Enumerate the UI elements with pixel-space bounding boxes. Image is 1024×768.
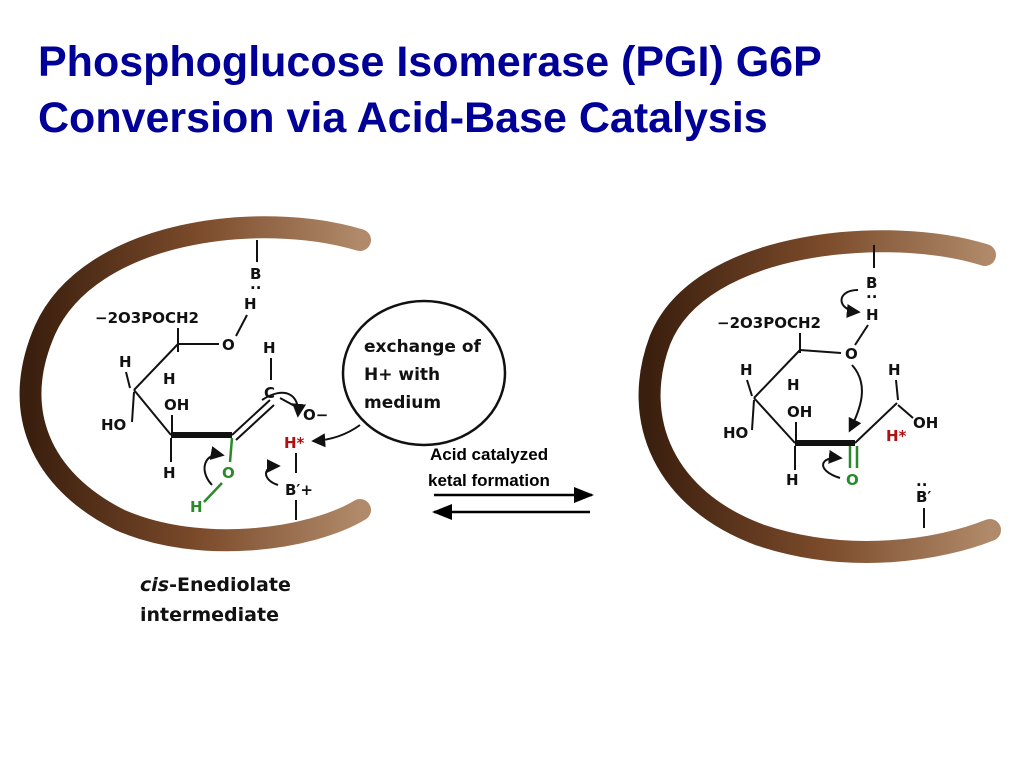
equilibrium-arrows: Acid catalyzed ketal formation <box>428 445 594 520</box>
caption-cis: cis <box>140 574 169 596</box>
left-enzyme-pocket <box>19 216 371 552</box>
left-h-star: H* <box>284 434 305 452</box>
caption-line-2: intermediate <box>140 604 279 626</box>
left-h-c3: H <box>163 464 176 482</box>
right-base-bottom-lonepair: .. <box>916 472 927 490</box>
left-oxyanion: O− <box>303 406 328 424</box>
left-oh-c3: OH <box>164 396 189 414</box>
equilibrium-label-1: Acid catalyzed <box>430 445 548 464</box>
right-base-bottom: B′ <box>916 488 931 506</box>
title-line-2: Conversion via Acid-Base Catalysis <box>38 94 768 142</box>
right-base-top: B <box>866 274 877 292</box>
right-oh-c1: OH <box>913 414 938 432</box>
right-phosphate-group: −2O3POCH2 <box>717 314 821 332</box>
right-carbonyl-oxygen: O <box>846 471 859 489</box>
left-structure: B .. H −2O3POCH2 O H H OH HO H H C O− H* <box>95 240 361 520</box>
right-ring-oxygen: O <box>845 345 858 363</box>
equilibrium-label-2: ketal formation <box>428 471 550 490</box>
right-h-c3: H <box>786 471 799 489</box>
left-c1: C <box>264 384 275 402</box>
left-base-bottom: B′+ <box>285 481 313 499</box>
right-h-star: H* <box>886 427 907 445</box>
caption-line-1: cis-Enediolate <box>140 574 291 596</box>
right-enzyme-pocket <box>638 230 1001 563</box>
intermediate-caption: cis-Enediolate intermediate <box>140 574 291 626</box>
right-h-c4: H <box>787 376 800 394</box>
title-line-1: Phosphoglucose Isomerase (PGI) G6P <box>38 38 822 86</box>
exchange-line-1: exchange of <box>364 337 482 357</box>
right-structure: B .. H −2O3POCH2 O H H OH HO H OH H* H O <box>717 245 938 528</box>
left-h-c4: H <box>163 370 176 388</box>
right-h-on-base: H <box>866 306 879 324</box>
left-ring-oxygen: O <box>222 336 235 354</box>
left-h-on-base: H <box>244 295 257 313</box>
left-base-top-lonepair: .. <box>250 275 261 293</box>
exchange-line-3: medium <box>364 393 441 413</box>
right-oh-c3: OH <box>787 403 812 421</box>
right-ho-c4: HO <box>723 424 748 442</box>
right-h-c1: H <box>888 361 901 379</box>
left-enol-oxygen: O <box>222 464 235 482</box>
caption-enediolate: -Enediolate <box>169 574 291 596</box>
slide-title: Phosphoglucose Isomerase (PGI) G6P Conve… <box>38 34 998 146</box>
left-h-c5: H <box>119 353 132 371</box>
right-h-c5: H <box>740 361 753 379</box>
right-base-top-lonepair: .. <box>866 284 877 302</box>
left-base-top: B <box>250 265 261 283</box>
exchange-bubble: exchange of H+ with medium <box>341 299 507 447</box>
left-phosphate-group: −2O3POCH2 <box>95 309 199 327</box>
left-ho-c4: HO <box>101 416 126 434</box>
exchange-line-2: H+ with <box>364 365 440 385</box>
left-h-c1: H <box>263 339 276 357</box>
left-enol-h: H <box>190 498 203 516</box>
